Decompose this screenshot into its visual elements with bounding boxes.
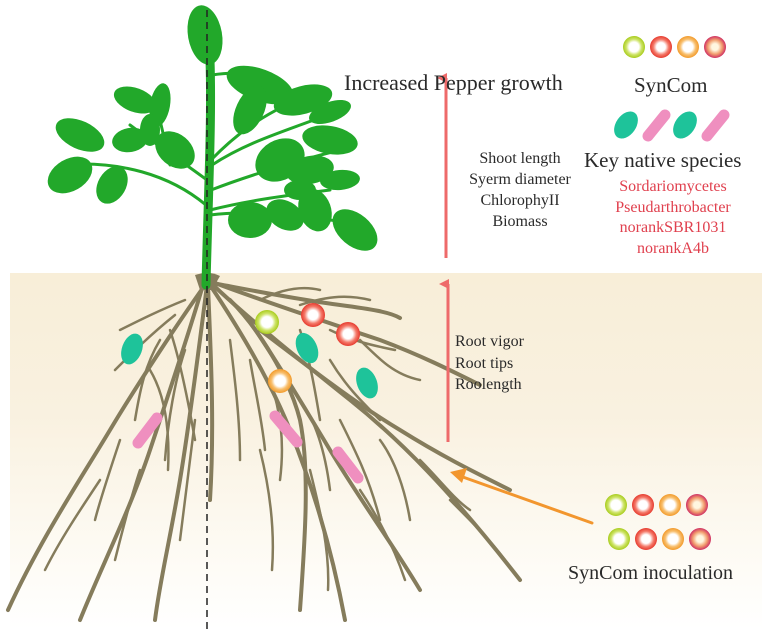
species-name: Pseudarthrobacter (615, 198, 731, 216)
native-species-list: Sordariomycetes Pseudarthrobacter norank… (598, 177, 748, 259)
syncom-strain-2-icon (650, 36, 672, 58)
root-trait: Root tips (455, 354, 514, 372)
syncom-strain-2 (301, 303, 325, 327)
root-trait: Root vigor (455, 333, 524, 350)
native-rod (332, 446, 364, 484)
legend-native-icons (614, 109, 730, 142)
native-oval-icon (673, 111, 697, 139)
root-trait: Roolength (455, 376, 522, 393)
native-oval-icon (614, 111, 638, 139)
root-system (6, 272, 522, 622)
legend-native-label: Key native species (584, 148, 742, 172)
root-traits: Root vigor Root tips Roolength (455, 331, 524, 396)
inoculation-arrow (450, 468, 594, 525)
shoot-trait: Biomass (492, 213, 548, 230)
native-oval (121, 333, 143, 365)
syncom-in-roots (255, 303, 360, 393)
native-rod (269, 410, 303, 448)
legend-syncom-label: SynCom (634, 73, 708, 97)
syncom-strain-4-icon (704, 36, 726, 58)
species-name: Sordariomycetes (619, 178, 727, 195)
syncom-strain-3 (268, 369, 292, 393)
shoot-traits: Shoot length Syerm diameter ChlorophyII … (462, 148, 578, 232)
increased-growth-title: Increased Pepper growth (344, 70, 563, 95)
leaves (47, 5, 378, 251)
native-rod (132, 412, 163, 449)
syncom-strain-3-icon (677, 36, 699, 58)
native-oval (356, 367, 378, 399)
syncom-strain-1 (255, 310, 279, 334)
native-rod-icon (701, 109, 730, 142)
syncom-inoculation-label: SynCom inoculation (568, 562, 733, 584)
legend-syncom-icons (623, 36, 726, 58)
native-species-in-roots (121, 332, 378, 484)
shoot-trait: ChlorophyII (480, 192, 560, 209)
syncom-strain-2 (336, 322, 360, 346)
syncom-strain-1-icon (623, 36, 645, 58)
species-name: norankSBR1031 (619, 219, 727, 236)
shoot-trait: Syerm diameter (469, 171, 571, 188)
species-name: norankA4b (637, 239, 709, 257)
inoculation-syncom-icons (605, 494, 711, 550)
shoot-trait: Shoot length (479, 150, 561, 167)
native-oval (295, 332, 319, 364)
native-rod-icon (642, 109, 671, 142)
